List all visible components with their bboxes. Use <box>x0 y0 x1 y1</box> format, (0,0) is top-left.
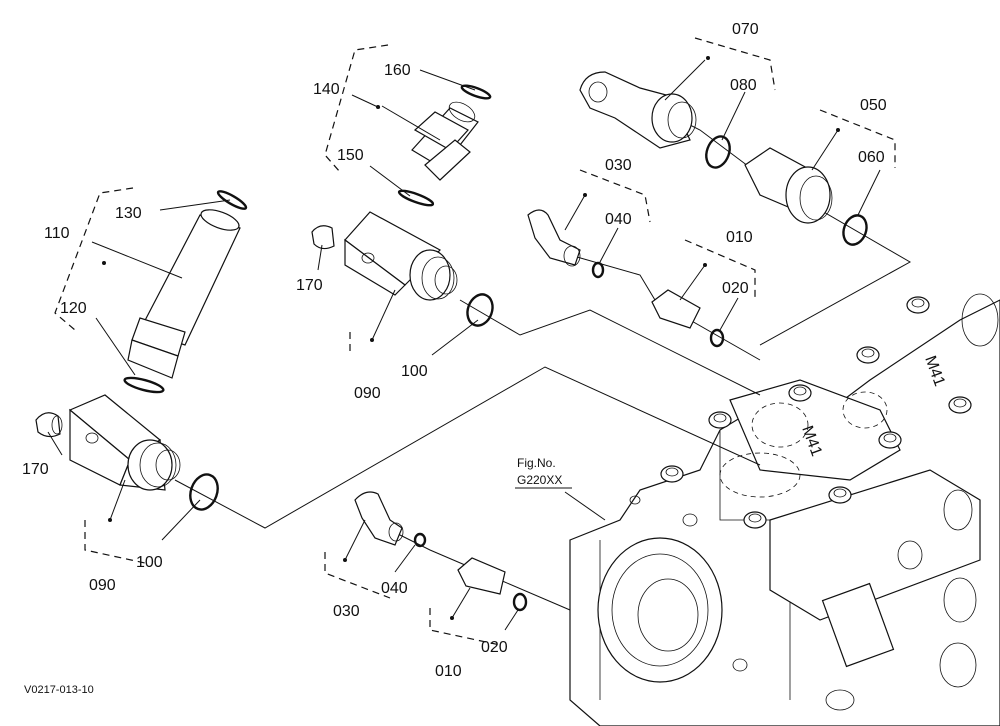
callout-020-lower: 020 <box>481 639 508 656</box>
callout-020-upper: 020 <box>722 280 749 297</box>
callout-100-lower: 100 <box>136 554 163 571</box>
callout-170-upper: 170 <box>296 277 323 294</box>
callout-030-upper: 030 <box>605 157 632 174</box>
pump-housing: M41 M41 <box>569 293 1000 726</box>
callout-040-upper: 040 <box>605 211 632 228</box>
elbow-connector-upper <box>527 209 725 348</box>
leader-lines <box>47 56 881 631</box>
callout-080: 080 <box>730 77 757 94</box>
elbow-connector-lower <box>354 491 528 612</box>
callout-010-lower: 010 <box>435 663 462 680</box>
figure-ref-line2: G220XX <box>517 473 562 487</box>
callout-010-upper: 010 <box>726 229 753 246</box>
group-brackets <box>54 37 896 646</box>
drawing-code: V0217-013-10 <box>24 684 94 696</box>
callout-060: 060 <box>858 149 885 166</box>
callout-110: 110 <box>44 225 70 242</box>
callout-170-lower: 170 <box>22 461 49 478</box>
callout-120: 120 <box>60 300 87 317</box>
adaptor-assembly-left <box>35 190 248 511</box>
figure-ref-line1: Fig.No. <box>517 456 556 470</box>
callout-160: 160 <box>384 62 411 79</box>
callout-050: 050 <box>860 97 887 114</box>
callout-090-lower: 090 <box>89 577 116 594</box>
callout-030-lower: 030 <box>333 603 360 620</box>
callout-070: 070 <box>732 21 759 38</box>
adaptor-assembly-upper <box>311 84 494 327</box>
elbow-and-nipple-assembly <box>579 71 868 246</box>
callout-040-lower: 040 <box>381 580 408 597</box>
callout-150: 150 <box>337 147 364 164</box>
callout-140: 140 <box>313 81 340 98</box>
callout-100-upper: 100 <box>401 363 428 380</box>
callout-130: 130 <box>115 205 142 222</box>
callout-labels: 070 080 050 060 030 040 010 020 160 140 … <box>22 21 887 680</box>
callout-090-upper: 090 <box>354 385 381 402</box>
